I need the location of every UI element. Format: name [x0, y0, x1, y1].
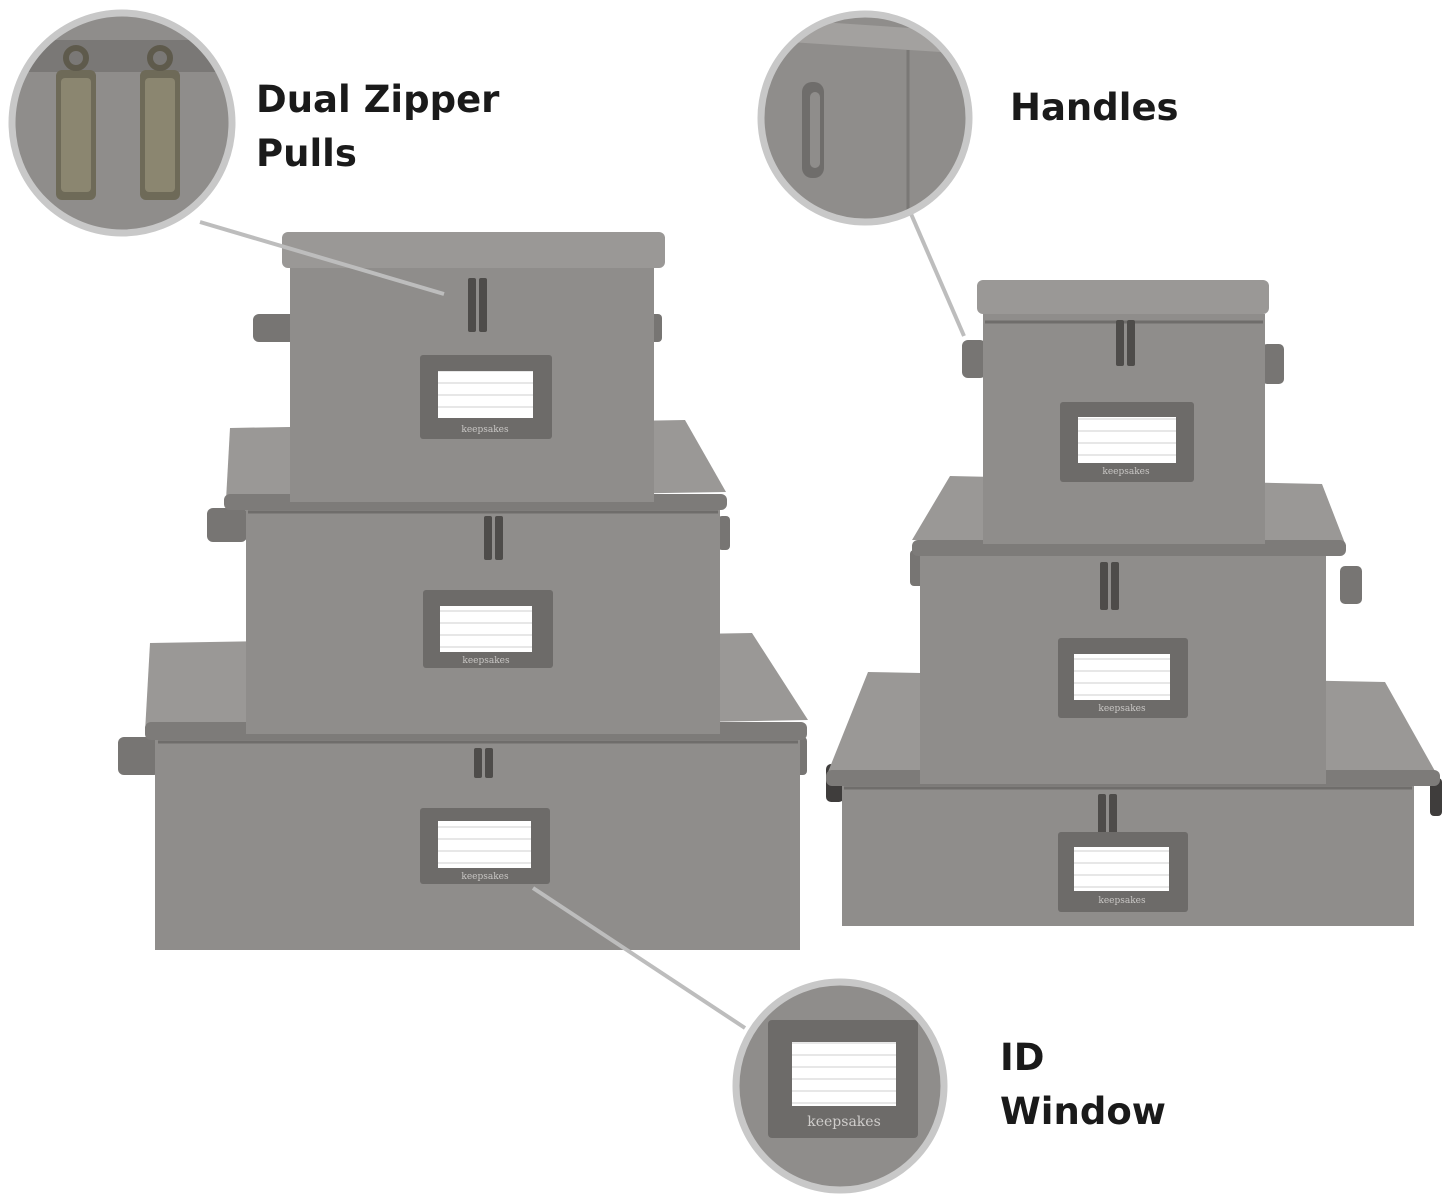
callout-line-zipper: [199, 220, 445, 296]
zipper-detail-callout: [8, 9, 236, 237]
handles-detail-callout: [757, 10, 973, 226]
box-left-small: keepsakes: [253, 232, 665, 502]
zipper-pulls-label: Dual Zipper Pulls: [256, 78, 500, 175]
brand-mark: keepsakes: [1098, 704, 1146, 714]
handle-strap-icon: [802, 82, 824, 178]
callout-line-id-window: [531, 886, 747, 1030]
brand-mark: keepsakes: [1102, 467, 1150, 477]
brand-mark: keepsakes: [807, 1114, 881, 1130]
brand-mark: keepsakes: [461, 425, 509, 435]
id-window-card: [440, 606, 532, 652]
id-window-card: [438, 371, 533, 418]
box-right-small: keepsakes: [962, 280, 1284, 544]
id-window-label: ID Window: [1000, 1036, 1166, 1133]
zipper-pull-icon: [140, 45, 180, 200]
id-window-card: [1078, 417, 1176, 463]
zipper-pull-icon: [56, 45, 96, 200]
brand-mark: keepsakes: [1098, 896, 1146, 906]
id-window-card: [1074, 654, 1170, 700]
id-window-card: [438, 821, 531, 868]
brand-mark: keepsakes: [462, 656, 510, 666]
handles-label: Handles: [1010, 86, 1179, 129]
id-window-card: [792, 1042, 896, 1106]
callout-line-handles: [903, 199, 966, 337]
id-window-detail-callout: keepsakes: [732, 978, 948, 1194]
brand-mark: keepsakes: [461, 872, 509, 882]
id-window-card: [1074, 847, 1169, 891]
